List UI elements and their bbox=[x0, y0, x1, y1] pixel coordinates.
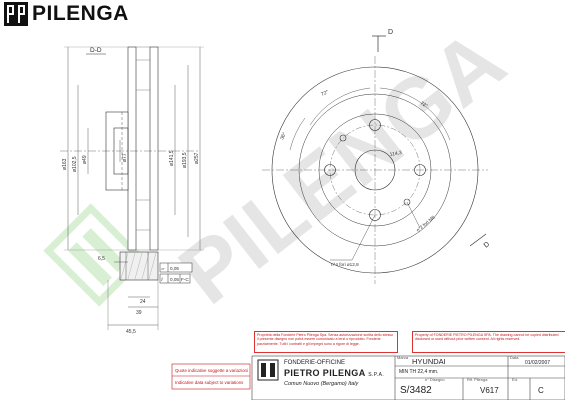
dim-d1415: ø141,5 bbox=[169, 150, 175, 166]
thread-holes-label: n°2 fori M8 bbox=[415, 214, 436, 232]
dim-t24: 24 bbox=[140, 299, 146, 305]
watermark-text: PILENGA bbox=[162, 12, 522, 323]
company-suffix: S.P.A. bbox=[368, 372, 385, 378]
section-view-label: D-D bbox=[90, 47, 102, 54]
flatness-icon: ▱ bbox=[161, 266, 165, 271]
dim-d49: ø49 bbox=[82, 155, 88, 164]
drawing-no: S/3482 bbox=[400, 385, 432, 396]
parallelism-icon: ⫽ bbox=[160, 277, 163, 282]
company-name: PIETRO PILENGA S.P.A. bbox=[284, 368, 384, 378]
tolerance-flatness-value: 0,05 bbox=[170, 266, 179, 271]
section-view: D-D bbox=[60, 46, 204, 330]
thread-hole bbox=[339, 134, 347, 142]
dim-t455: 45,5 bbox=[126, 329, 136, 335]
section-mark-top: D bbox=[388, 29, 393, 36]
pcd-label: 114,3 bbox=[389, 150, 402, 158]
bolt-hole bbox=[369, 119, 381, 131]
date-label: Data bbox=[510, 355, 519, 360]
rev-label: Ed. bbox=[512, 377, 519, 382]
dim-d77: ø77 bbox=[122, 153, 128, 162]
bolt-hole bbox=[369, 209, 381, 221]
disclaimer-english: Indicative data subject to variations bbox=[175, 380, 244, 385]
dim-d163: ø163 bbox=[62, 158, 68, 170]
company-name-text: PIETRO PILENGA bbox=[284, 368, 366, 378]
bolt-hole bbox=[414, 164, 426, 176]
min-thickness: MIN TH 22,4 mm. bbox=[399, 369, 439, 375]
tolerance-parallel-value: 0,05 bbox=[170, 277, 179, 282]
brand-label: Marca bbox=[397, 355, 409, 360]
legal-notice-english: Property of FONDERIE PIETRO PILENGA SPA.… bbox=[412, 331, 565, 353]
company-address: Comun Nuovo (Bergamo) Italy bbox=[284, 381, 359, 387]
section-mark-bottom: D bbox=[483, 241, 491, 250]
foundry-label: FONDERIE-OFFICINE bbox=[284, 360, 345, 366]
date-value: 01/02/2007 bbox=[525, 360, 551, 366]
front-view bbox=[262, 35, 488, 284]
brand-value: HYUNDAI bbox=[412, 357, 446, 366]
dim-d1025: ø102,5 bbox=[72, 156, 78, 172]
drawing-no-label: n° Disegno bbox=[425, 377, 445, 382]
disclaimer-italian: Quote indicative soggette a variazioni bbox=[175, 368, 248, 373]
rev-value: C bbox=[538, 386, 544, 395]
holes-label: n°4 fori ø12,8 bbox=[331, 262, 359, 267]
angle-72b-label: 72° bbox=[419, 101, 429, 110]
ref-value: V617 bbox=[480, 386, 499, 395]
pilenga-logo-icon bbox=[4, 2, 28, 26]
title-block-frame bbox=[171, 355, 565, 400]
dim-t39: 39 bbox=[136, 310, 142, 316]
bolt-hole bbox=[324, 164, 336, 176]
legal-notice-italian: Proprietà della Fonderie Pietro Pilenga … bbox=[254, 331, 398, 353]
dim-d257: ø257 bbox=[194, 152, 200, 164]
brand-header: PILENGA bbox=[4, 2, 129, 26]
brand-name: PILENGA bbox=[32, 2, 129, 25]
dim-t65: 6,5 bbox=[98, 256, 105, 262]
ref-label: Rif. Pilenga bbox=[467, 377, 488, 382]
tolerance-parallel-ref: F-C bbox=[181, 277, 189, 282]
angle-72-label: 72° bbox=[320, 89, 329, 98]
dim-d1935: ø193,5 bbox=[182, 152, 188, 168]
angle-36-label: 36° bbox=[279, 131, 288, 140]
company-logo-icon bbox=[257, 359, 279, 381]
thread-hole bbox=[403, 198, 411, 206]
